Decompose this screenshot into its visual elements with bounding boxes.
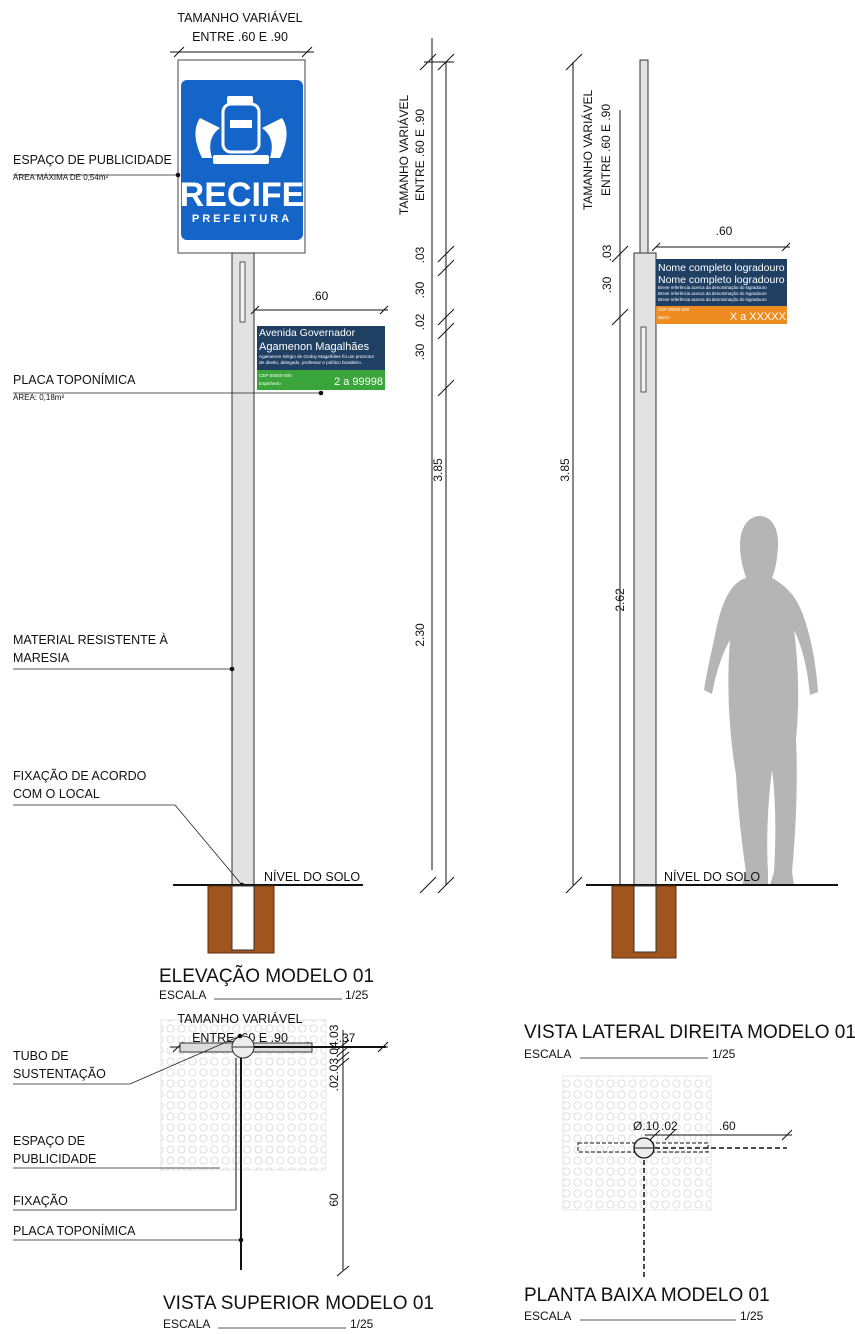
plan-d02: .02 (661, 1119, 678, 1133)
elev-scale-value: 1/25 (345, 988, 369, 1002)
top-dims-stack: .02.03.04.03 (327, 1024, 341, 1091)
lat-title: VISTA LATERAL DIREITA MODELO 01 (524, 1022, 855, 1043)
fixacao-label-1: FIXAÇÃO DE ACORDO (13, 769, 147, 783)
espaco-label-1: ESPAÇO DE (13, 1134, 85, 1148)
material-label-2: MARESIA (13, 651, 70, 665)
elev-title: ELEVAÇÃO MODELO 01 (159, 965, 374, 987)
elev-sign-desc-2: de direito, delegado, professor e políti… (259, 360, 362, 365)
fixacao-top-label: FIXAÇÃO (13, 1194, 68, 1208)
top-var-1: TAMANHO VARIÁVEL (177, 1011, 302, 1026)
dim-var-2: ENTRE .60 E .90 (413, 109, 427, 201)
top-scale-label: ESCALA (163, 1317, 210, 1331)
plan-view: Ø.10 .02 .60 PLANTA BAIXA MODELO 01 ESCA… (524, 1075, 793, 1323)
elev-sign-desc-1: Agamenon Sérgio de Godoy Magalhães foi u… (259, 354, 375, 359)
human-silhouette-icon (704, 516, 818, 885)
elev-sign-cep: CEP 50000-000 (259, 373, 292, 378)
dim-30a: .30 (413, 281, 427, 298)
lateral-view: TAMANHO VARIÁVEL ENTRE .60 E .90 .03 .30… (524, 53, 855, 1061)
dim-total: 3.85 (431, 458, 445, 482)
elev-pole (231, 252, 255, 886)
elev-sign-bairro: Espinheiro (259, 381, 281, 386)
lat-scale-value: 1/25 (712, 1047, 736, 1061)
lat-dim-03: .03 (600, 244, 614, 261)
elev-width-label-1: TAMANHO VARIÁVEL (177, 10, 302, 25)
plan-scale-value: 1/25 (740, 1309, 764, 1323)
material-label-1: MATERIAL RESISTENTE À (13, 632, 169, 647)
elev-sign-numbers: 2 a 99998 (334, 376, 383, 388)
dim-30b: .30 (413, 343, 427, 360)
lat-sign-line2: Nome completo logradouro (658, 274, 785, 286)
elev-sign-line1: Avenida Governador (259, 327, 356, 339)
placa-label: PLACA TOPONÍMICA (13, 372, 136, 387)
lat-panel-edge (639, 59, 649, 254)
lat-dim-total: 3.85 (558, 458, 572, 482)
plan-title: PLANTA BAIXA MODELO 01 (524, 1285, 770, 1306)
dim-03: .03 (413, 246, 427, 263)
elevation-view: TAMANHO VARIÁVEL ENTRE .60 E .90 RECIFE … (13, 10, 389, 1002)
dim-lower: 2.30 (413, 623, 427, 647)
lat-var-2: ENTRE .60 E .90 (599, 104, 613, 196)
lat-street-sign-orange (656, 306, 787, 324)
plan-scale-label: ESCALA (524, 1309, 571, 1323)
tubo-label-2: SUSTENTAÇÃO (13, 1067, 106, 1081)
fixacao-label-2: COM O LOCAL (13, 787, 100, 801)
lat-sign-small-1: Breve referência acerca da denominação d… (658, 285, 767, 290)
lat-sign-line1: Nome completo logradouro (658, 262, 785, 274)
lat-sign-small-3: Breve referência acerca da denominação d… (658, 297, 767, 302)
lat-street-sign-blue (656, 259, 787, 306)
espaco-label-2: PUBLICIDADE (13, 1152, 96, 1166)
elev-sign-line2: Agamenon Magalhães (259, 341, 370, 353)
elev-street-sign-blue (257, 326, 385, 370)
top-d37: .37 (339, 1031, 356, 1045)
elev-scale-label: ESCALA (159, 988, 206, 1002)
lat-sign-cep: CEP 00000-000 (658, 307, 690, 312)
coat-of-arms-icon (195, 96, 287, 164)
lat-sign-bairro: Bairro (658, 315, 670, 320)
dim-02: .02 (413, 313, 427, 330)
plan-diameter: Ø.10 (633, 1119, 659, 1133)
elevation-dimensions: TAMANHO VARIÁVEL ENTRE .60 E .90 .03 .30… (396, 38, 455, 894)
top-d60: 60 (327, 1193, 341, 1207)
ad-space-label: ESPAÇO DE PUBLICIDADE (13, 153, 172, 167)
tubo-label-1: TUBO DE (13, 1049, 69, 1063)
ad-space-note: ÁREA MÁXIMA DE 0,54m² (13, 173, 108, 182)
lat-var-1: TAMANHO VARIÁVEL (580, 90, 595, 211)
elev-ground-label: NÍVEL DO SOLO (264, 869, 360, 884)
elev-sign-width: .60 (312, 289, 329, 303)
lat-ground-label: NÍVEL DO SOLO (664, 869, 760, 884)
lat-dim-30: .30 (600, 276, 614, 293)
placa-top-label: PLACA TOPONÍMICA (13, 1223, 136, 1238)
placa-note: ÁREA: 0,18m² (13, 393, 64, 402)
lat-dim-lower: 2.62 (613, 588, 627, 612)
elev-width-label-2: ENTRE .60 E .90 (192, 30, 288, 44)
logo-sub: PREFEITURA (192, 213, 292, 225)
top-scale-value: 1/25 (350, 1317, 374, 1331)
lat-sign-width: .60 (716, 224, 733, 238)
top-view: TAMANHO VARIÁVEL ENTRE .60 E .90 .37 .02… (13, 1011, 434, 1331)
plan-d60: .60 (719, 1119, 736, 1133)
dim-var-1: TAMANHO VARIÁVEL (396, 95, 411, 216)
lat-pole-slot (640, 326, 647, 393)
elev-street-sign-green (257, 370, 385, 390)
logo-name: RECIFE (180, 176, 305, 214)
lat-scale-label: ESCALA (524, 1047, 571, 1061)
top-title: VISTA SUPERIOR MODELO 01 (163, 1293, 434, 1314)
lat-sign-small-2: Breve referência acerca da denominação d… (658, 291, 767, 296)
elev-pole-slot (239, 261, 246, 323)
lat-sign-numbers: X a XXXXX (730, 311, 787, 323)
